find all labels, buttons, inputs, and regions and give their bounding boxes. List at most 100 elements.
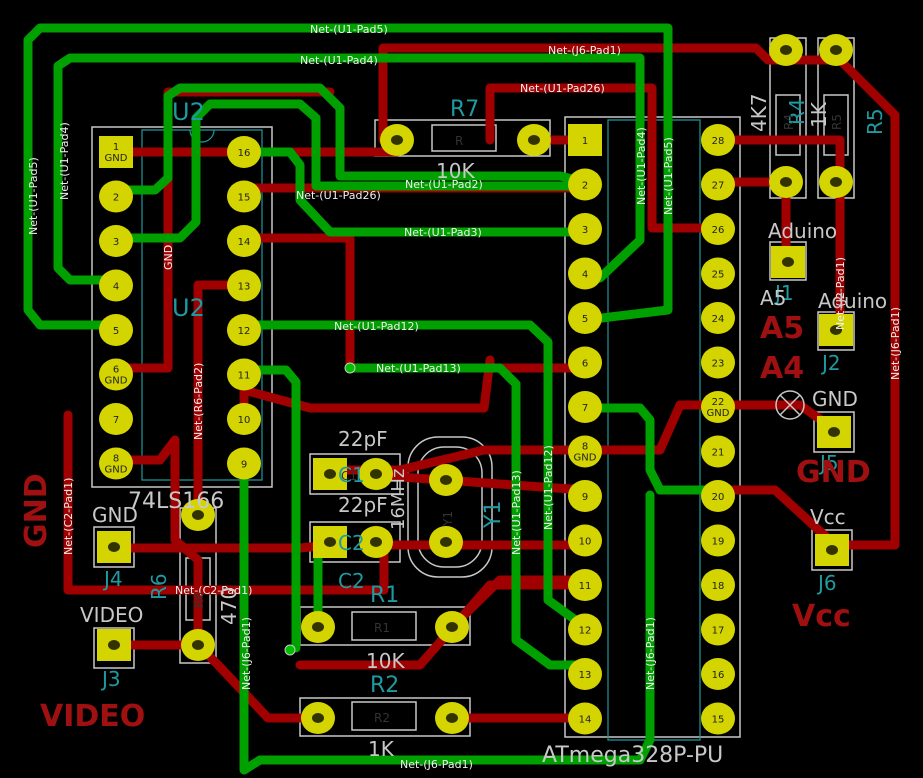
u1-pad-9-number: 9 [582,492,588,503]
r7-ref: R7 [450,97,479,122]
u2-pad-16 [227,136,261,168]
u1-pad-21-number: 21 [712,448,725,459]
u2-pad-6-net: GND [105,376,128,387]
j6-pad-1-drill [826,545,838,555]
u1-pad-23 [701,346,735,379]
c1-pad-1-drill [324,469,336,479]
u1-pad-25 [701,257,735,290]
u1-pad-1 [568,124,602,156]
u2-pad-5-number: 5 [113,326,119,337]
r4-pad-2-drill [780,177,792,187]
u2-pad-1 [99,136,133,168]
c2-pad-1-drill [324,537,336,547]
u2-pad-5 [99,314,133,346]
trace-u1-pad13 [345,363,590,670]
annotation-vcc: Vcc [792,599,851,634]
r1-ref: R1 [370,583,399,608]
annotation-gnd-right: GND [796,455,871,490]
trace-u1-pad3 [239,147,590,237]
u2-ref-top: U2 [172,98,205,126]
c1-ref: C1 [338,463,365,487]
r2-pad-1-drill [312,713,324,723]
u2-pad-1-net: GND [105,153,128,164]
unconnected-marker [775,390,805,420]
y1-pad-1-drill [440,475,452,485]
u1-pad-25-number: 25 [712,270,725,281]
r1-pad-2-drill [446,622,458,632]
u1-pad-28-number: 28 [712,136,725,147]
u1-pad-6-number: 6 [582,359,588,370]
u1-pad-21 [701,435,735,468]
u1-pad-11 [568,569,602,601]
r4-body [775,94,801,156]
r6-value: 470 [217,587,241,625]
u1-pad-18-number: 18 [712,581,725,592]
j6-ref: J6 [816,571,837,595]
r2-pad-2-drill [446,713,458,723]
net-label-u1-pad26b: Net-(U1-Pad26) [296,189,381,202]
u1-pad-15 [701,702,735,735]
r6-ref: R6 [147,573,171,600]
u1-pad-4 [568,257,602,290]
annotation-video: VIDEO [40,699,145,734]
trace-u2-11 [239,355,495,413]
net-label-j6-pad1-u1: Net-(J6-Pad1) [644,617,657,690]
u1-pad-16-number: 16 [712,670,725,681]
trace-u1-pad2 [111,99,590,243]
net-label-gnd-u2: GND [162,245,175,270]
u1-pad-2 [568,168,602,201]
back-copper-traces [23,23,725,775]
trace-u2-11b [239,365,301,653]
u1-pad-22-number: 22 [712,397,725,408]
r2-inner: R2 [374,711,390,725]
j5-ref: J5 [818,451,839,475]
j3-value: VIDEO [80,603,143,627]
u1-pad-22-net: GND [707,408,730,419]
u1-pad-28 [701,124,735,156]
r4-pad-1-drill [780,45,792,55]
net-label-u1-pad5-top: Net-(U1-Pad5) [310,23,388,36]
u2-pad-7-number: 7 [113,415,119,426]
r5-ref: R5 [863,108,887,135]
r1-pad-1-drill [312,622,324,632]
u2-pad-11-number: 11 [238,371,251,382]
net-label-j2-pad1: Net-(J2-Pad1) [834,257,847,330]
y1-pad-2-drill [440,537,452,547]
u1-pad-5 [568,302,602,334]
net-label-u1-pad13: Net-(U1-Pad13) [376,362,461,375]
u2-pad-6-number: 6 [113,365,119,376]
u1-pad-27 [701,168,735,201]
net-label-u1-pad4-left: Net-(U1-Pad4) [58,122,71,200]
u1-pad-20-number: 20 [712,492,725,503]
u1-pad-15-number: 15 [712,715,725,726]
u2-pad-4-number: 4 [113,282,119,293]
u1-pad-14 [568,702,602,735]
u1-pad-2-number: 2 [582,181,588,192]
net-label-r6-pad2: Net-(R6-Pad2) [192,363,205,440]
u2-pad-2-number: 2 [113,193,119,204]
u1-pad-14-number: 14 [579,715,592,726]
component-labels: U2 U2 74LS166 ATmega328P-PU R7 R 10K R1 … [80,93,887,768]
c2-ref-inline: C2 [338,531,365,555]
u1-pad-23-number: 23 [712,359,725,370]
net-label-u1-pad4-right: Net-(U1-Pad4) [635,127,648,205]
u2-pad-9 [227,447,261,480]
trace-u1p7-vcc [580,403,725,495]
net-labels: Net-(U1-Pad5) Net-(U1-Pad4) Net-(J6-Pad1… [27,23,902,771]
net-label-u1-pad12: Net-(U1-Pad12) [334,320,419,333]
j1-ref: J1 [773,281,794,305]
j1-pad-1-drill [782,257,794,267]
trace-u2-14-u1p8 [239,233,590,373]
u1-pad-8-net: GND [574,453,597,464]
trace-u1p20-j6 [715,485,840,550]
r1-inner: R1 [374,621,390,635]
u1-pad-7 [568,391,602,423]
net-label-u1-pad3: Net-(U1-Pad3) [404,226,482,239]
u2-body [141,129,263,481]
u1-pad-24 [701,302,735,334]
j4-ref: J4 [102,567,123,591]
j6-courtyard [811,529,853,571]
u2-pad-9-number: 9 [241,460,247,471]
net-label-j6-pad1-bottom: Net-(J6-Pad1) [400,758,473,771]
u1-pad-3-number: 3 [582,225,588,236]
